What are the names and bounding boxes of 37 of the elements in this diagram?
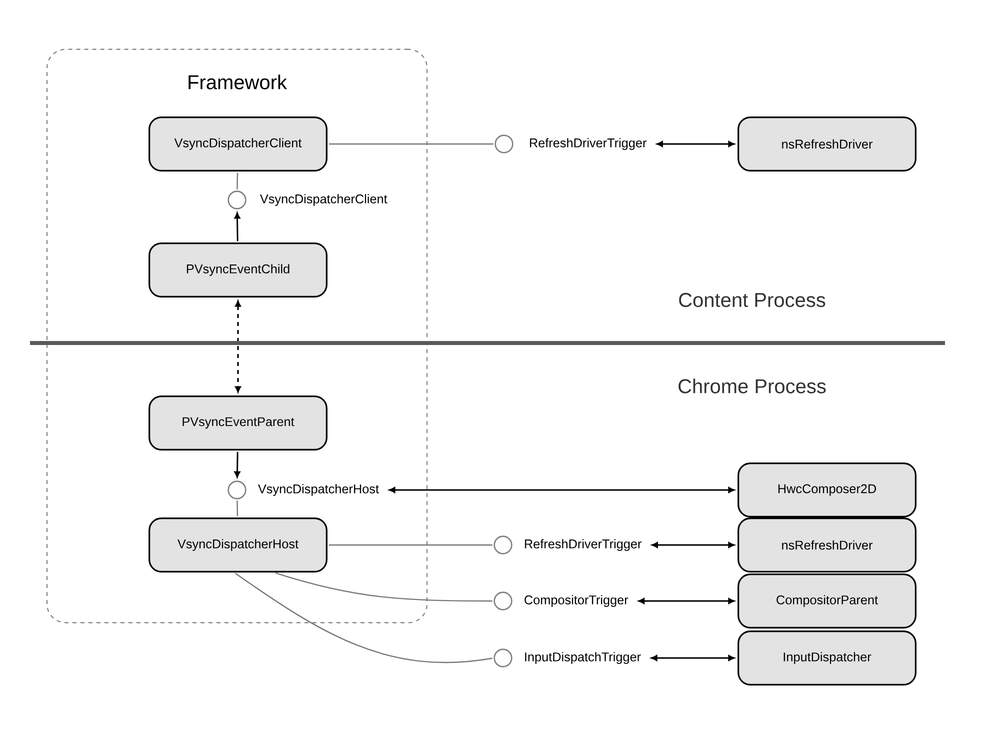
interface-circle bbox=[494, 592, 512, 610]
interface-label: CompositorTrigger bbox=[524, 595, 628, 607]
interface-label: VsyncDispatcherHost bbox=[258, 484, 379, 496]
component-box: VsyncDispatcherClient bbox=[148, 116, 328, 172]
component-box: PVsyncEventParent bbox=[148, 396, 328, 450]
interface-circle bbox=[494, 648, 512, 668]
component-box: InputDispatcher bbox=[738, 630, 916, 686]
interface-label: RefreshDriverTrigger bbox=[530, 138, 646, 150]
connector bbox=[234, 452, 240, 478]
connector bbox=[275, 572, 492, 602]
connector bbox=[389, 487, 734, 493]
interface-label: VsyncDispatcherClient bbox=[260, 194, 388, 206]
connector bbox=[651, 655, 734, 661]
connector bbox=[236, 500, 238, 516]
connector bbox=[235, 300, 241, 392]
interface-circle bbox=[228, 190, 246, 210]
process-label: Content Process bbox=[679, 292, 826, 308]
connector bbox=[656, 141, 734, 147]
interface-circle bbox=[228, 480, 246, 500]
connector bbox=[236, 172, 238, 190]
interface-label: InputDispatchTrigger bbox=[525, 652, 641, 664]
interface-circle bbox=[494, 536, 512, 554]
component-box: nsRefreshDriver bbox=[738, 116, 916, 172]
connector bbox=[328, 544, 492, 546]
interface-circle bbox=[494, 134, 514, 154]
connector bbox=[652, 542, 734, 548]
component-box: HwcComposer2D bbox=[738, 462, 916, 518]
component-box: PVsyncEventChild bbox=[148, 242, 328, 298]
connector bbox=[234, 212, 240, 242]
component-box: VsyncDispatcherHost bbox=[148, 518, 328, 572]
connector bbox=[638, 598, 734, 604]
interface-label: RefreshDriverTrigger bbox=[524, 539, 642, 551]
component-box: CompositorParent bbox=[738, 574, 916, 628]
component-box: nsRefreshDriver bbox=[738, 518, 916, 572]
connector bbox=[328, 143, 494, 145]
connector bbox=[234, 572, 492, 664]
process-label: Chrome Process bbox=[678, 378, 826, 394]
